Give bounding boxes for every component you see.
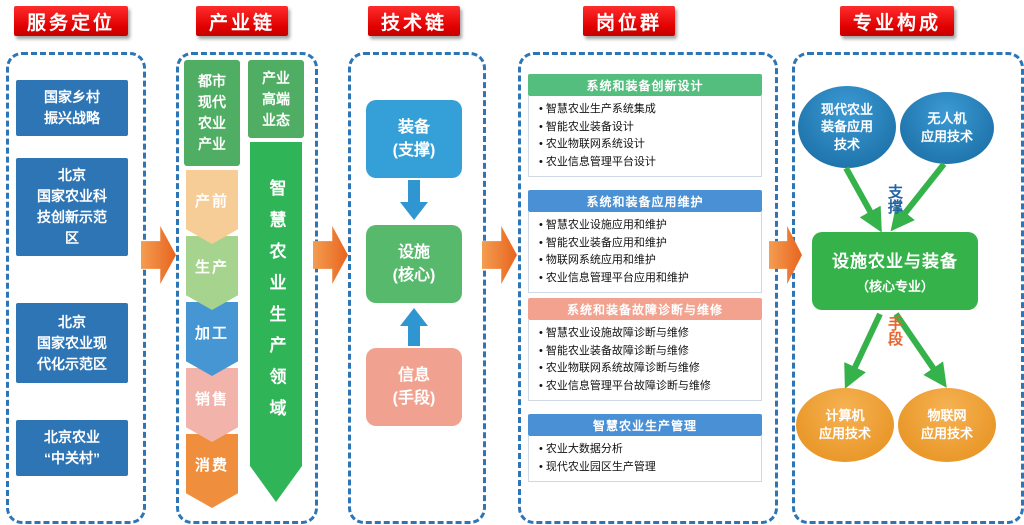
column-flow-arrow-3 [482, 226, 517, 284]
service-item-sci-tech-innovation-zone: 北京 国家农业科 技创新示范 区 [16, 158, 128, 256]
major-relation-arrows [843, 162, 947, 389]
job-item: 现代农业园区生产管理 [539, 459, 757, 477]
service-item-agri-zhongguancun: 北京农业 “中关村” [16, 420, 128, 476]
job-item: 农业信息管理平台应用和维护 [539, 270, 757, 288]
job-panel-production-management: 智慧农业生产管理 农业大数据分析 现代农业园区生产管理 [528, 414, 762, 483]
industry-column-frame [176, 52, 318, 524]
tech-information-box: 信息 (手段) [366, 348, 462, 426]
smart-agriculture-field-arrow: 智慧农业生产领域 [250, 142, 302, 502]
major-computer-application: 计算机 应用技术 [796, 388, 894, 462]
stage-consumption: 消费 [186, 434, 238, 508]
job-panel-list: 智慧农业生产系统集成 智能农业装备设计 农业物联网系统设计 农业信息管理平台设计 [528, 96, 762, 178]
smart-agriculture-field-label: 智慧农业生产领域 [266, 179, 286, 431]
job-item: 智能农业装备设计 [539, 119, 757, 137]
job-item: 智慧农业设施应用和维护 [539, 217, 757, 235]
major-modern-agri-equipment: 现代农业 装备应用 技术 [798, 86, 896, 168]
major-uav-application: 无人机 应用技术 [900, 92, 994, 164]
stage-production: 生产 [186, 236, 238, 310]
header-service-positioning: 服务定位 [14, 6, 128, 36]
jobs-column-frame [518, 52, 778, 524]
major-iot-application: 物联网 应用技术 [898, 388, 996, 462]
tech-facility-box: 设施 (核心) [366, 225, 462, 303]
header-major-composition: 专业构成 [840, 6, 954, 36]
job-item: 农业信息管理平台设计 [539, 154, 757, 172]
header-industry-chain: 产业链 [196, 6, 288, 36]
job-panel-application-maintenance: 系统和装备应用维护 智慧农业设施应用和维护 智能农业装备应用和维护 物联网系统应… [528, 190, 762, 294]
job-panel-title: 系统和装备应用维护 [528, 190, 762, 212]
service-item-agri-modernization-zone: 北京 国家农业现 代化示范区 [16, 303, 128, 383]
job-item: 智能农业装备应用和维护 [539, 235, 757, 253]
job-item: 农业物联网系统设计 [539, 136, 757, 154]
core-major-subtitle: （核心专业） [855, 279, 934, 294]
service-column-frame [6, 52, 146, 524]
stage-processing: 加工 [186, 302, 238, 376]
majors-column-frame [792, 52, 1024, 524]
stage-pre-production: 产前 [186, 170, 238, 244]
core-major-name: 设施农业与装备 [832, 252, 958, 271]
technology-column-frame [348, 52, 486, 524]
core-major-box: 设施农业与装备 （核心专业） [812, 232, 978, 310]
tech-equipment-box: 装备 (支撑) [366, 100, 462, 178]
job-panel-list: 智慧农业设施应用和维护 智能农业装备应用和维护 物联网系统应用和维护 农业信息管… [528, 212, 762, 294]
job-item: 农业物联网系统故障诊断与维修 [539, 360, 757, 378]
job-item: 智慧农业生产系统集成 [539, 101, 757, 119]
urban-modern-agriculture-box: 都市 现代 农业 产业 [184, 60, 240, 166]
column-flow-arrow-2 [313, 226, 348, 284]
job-item: 农业信息管理平台故障诊断与维修 [539, 378, 757, 396]
column-flow-arrow-1 [141, 226, 176, 284]
job-item: 智慧农业设施故障诊断与维修 [539, 325, 757, 343]
job-panel-innovation-design: 系统和装备创新设计 智慧农业生产系统集成 智能农业装备设计 农业物联网系统设计 … [528, 74, 762, 178]
tech-flow-arrows [400, 180, 428, 346]
service-item-rural-revitalization: 国家乡村 振兴战略 [16, 80, 128, 136]
high-end-industry-box: 产业 高端 业态 [248, 60, 304, 138]
job-item: 智能农业装备故障诊断与维修 [539, 343, 757, 361]
job-panel-title: 系统和装备创新设计 [528, 74, 762, 96]
job-item: 农业大数据分析 [539, 441, 757, 459]
job-item: 物联网系统应用和维护 [539, 252, 757, 270]
header-job-cluster: 岗位群 [583, 6, 675, 36]
means-label: 手段 [886, 316, 903, 346]
job-panel-title: 系统和装备故障诊断与维修 [528, 298, 762, 320]
job-panel-fault-diagnosis-repair: 系统和装备故障诊断与维修 智慧农业设施故障诊断与维修 智能农业装备故障诊断与维修… [528, 298, 762, 402]
job-panel-list: 农业大数据分析 现代农业园区生产管理 [528, 436, 762, 483]
job-panel-title: 智慧农业生产管理 [528, 414, 762, 436]
header-technology-chain: 技术链 [368, 6, 460, 36]
support-label: 支撑 [886, 184, 903, 214]
job-panel-list: 智慧农业设施故障诊断与维修 智能农业装备故障诊断与维修 农业物联网系统故障诊断与… [528, 320, 762, 402]
stage-sales: 销售 [186, 368, 238, 442]
